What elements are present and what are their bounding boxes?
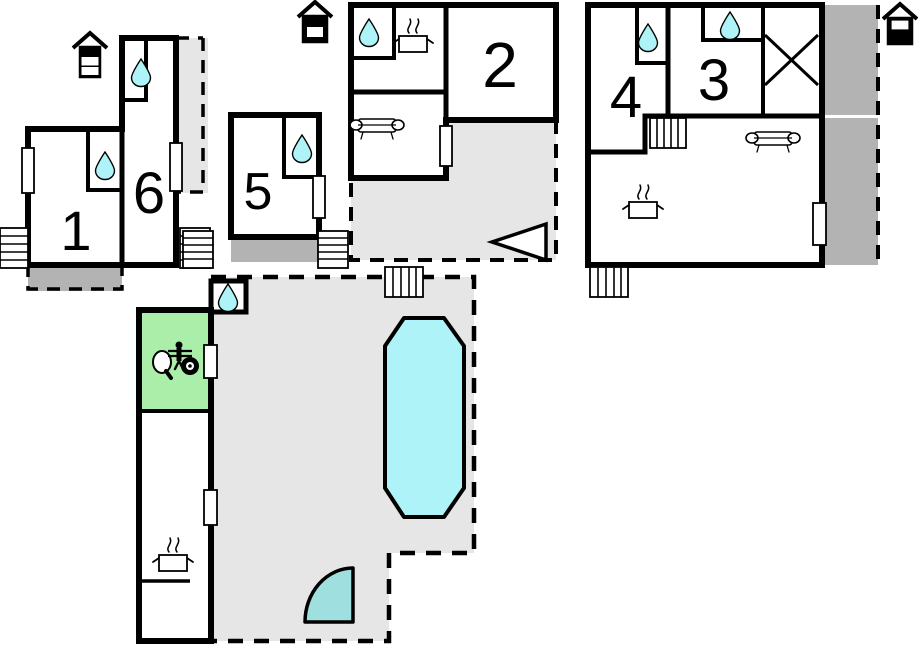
triangle-icon xyxy=(486,221,548,263)
patio-building-b xyxy=(231,236,318,262)
room-label-6: 6 xyxy=(133,161,165,226)
pool-icon xyxy=(383,316,466,519)
stairs-icon xyxy=(384,266,424,298)
jacuzzi-icon xyxy=(303,566,355,624)
door-icon xyxy=(203,344,218,379)
stairs-icon xyxy=(182,230,214,269)
building-b: 5 xyxy=(182,112,349,269)
cross-room-icon xyxy=(763,33,820,87)
door-icon xyxy=(203,489,218,526)
building-c: 2 xyxy=(296,0,559,263)
room-label-5: 5 xyxy=(244,163,273,221)
house-icon xyxy=(296,0,334,44)
building-e xyxy=(136,266,466,644)
room-label-2: 2 xyxy=(482,29,518,101)
house-icon xyxy=(71,31,109,79)
door-icon xyxy=(169,142,183,192)
building-a: 1 6 xyxy=(0,31,211,269)
door-icon xyxy=(21,147,35,194)
patio-building-a xyxy=(26,264,124,291)
stairs-icon xyxy=(317,230,349,269)
room-label-1: 1 xyxy=(60,199,91,262)
room-label-3: 3 xyxy=(698,48,730,113)
door-icon xyxy=(312,175,326,219)
room-label-4: 4 xyxy=(610,65,642,130)
door-icon xyxy=(439,125,453,167)
building-d: 4 3 xyxy=(585,2,919,298)
terrace-building-d xyxy=(822,5,880,265)
house-icon xyxy=(881,2,919,46)
door-icon xyxy=(812,202,827,246)
stairs-icon xyxy=(649,117,687,149)
stairs-icon xyxy=(0,227,29,269)
stairs-icon xyxy=(589,266,629,298)
